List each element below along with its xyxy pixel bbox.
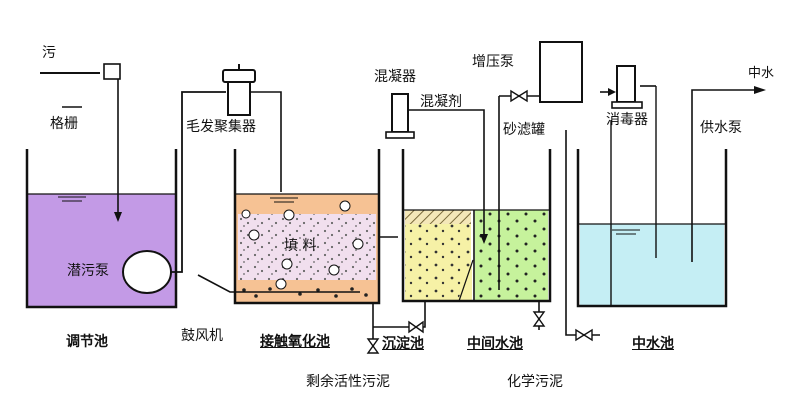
inlet-label: 污 xyxy=(42,45,56,61)
intermediate-water xyxy=(475,210,548,300)
contact-oxidation-tank-label: 接触氧化池 xyxy=(260,334,330,350)
intermediate-tank-label: 中间水池 xyxy=(467,336,523,352)
regulating-tank-label: 调节池 xyxy=(66,334,108,350)
reclaimed-water xyxy=(580,224,724,306)
sedimentation-hopper xyxy=(418,262,472,300)
water-level-mark-1 xyxy=(58,196,86,202)
coagulant-label: 混凝剂 xyxy=(420,94,462,110)
chemical-sludge-label: 化学污泥 xyxy=(507,374,563,390)
supply-pump-pipe xyxy=(691,89,754,262)
submersible-pump-body xyxy=(122,250,172,294)
reclaimed-outlet-label: 中水 xyxy=(748,66,775,81)
hair-collector-body xyxy=(227,81,251,116)
coagulator-body xyxy=(391,93,409,133)
sedimentation-tank-label: 沉淀池 xyxy=(382,336,424,352)
disinfector-feed-arrow xyxy=(608,88,616,96)
regulating-tank-walls xyxy=(25,149,178,309)
reclaimed-tank-walls xyxy=(576,149,728,308)
filter-outlet-valve xyxy=(575,328,593,342)
inlet-flow-arrow xyxy=(114,212,122,222)
reclaimed-tank-label: 中水池 xyxy=(632,336,674,352)
excess-sludge-label: 剩余活性污泥 xyxy=(306,374,390,390)
inclined-plate-zone xyxy=(405,210,471,224)
booster-pump-label: 增压泵 xyxy=(472,54,514,70)
water-level-mark-2 xyxy=(270,197,298,203)
blower-label: 鼓风机 xyxy=(181,328,223,344)
water-level-mark-3 xyxy=(612,229,640,235)
reclaimed-outlet-arrow xyxy=(754,86,766,94)
supply-pump-label: 供水泵 xyxy=(700,120,742,136)
bar-screen-label: 格栅 xyxy=(50,116,78,132)
chemical-sludge-valve xyxy=(532,311,546,327)
sludge-return-pipe xyxy=(373,301,426,328)
submersible-pump-label: 潜污泵 xyxy=(67,263,109,279)
hair-collector-label: 毛发聚集器 xyxy=(186,119,256,135)
hair-collector-cap xyxy=(222,69,256,83)
pump-to-collector-pipe xyxy=(171,91,226,273)
coagulator-base xyxy=(385,131,415,139)
sed-intermediate-tank-walls xyxy=(401,149,552,303)
sed-hopper-wall xyxy=(458,259,474,302)
sedimentation-water xyxy=(405,210,471,300)
coagulant-dosing-pipe xyxy=(408,109,485,240)
filler-block xyxy=(238,214,376,280)
disinfector-label: 消毒器 xyxy=(606,112,648,128)
disinfector-body xyxy=(616,65,636,103)
collector-to-oxidation-pipe xyxy=(250,91,282,192)
sand-filter-label: 砂滤罐 xyxy=(503,122,545,138)
booster-valve xyxy=(510,89,528,103)
coagulant-flow-arrow xyxy=(480,234,488,244)
aeration-bubbles xyxy=(241,200,364,290)
sludge-return-valve xyxy=(408,320,424,334)
bar-screen-symbol xyxy=(103,63,121,80)
blower-air-pipe xyxy=(197,274,360,293)
filler-label: 填 料 xyxy=(284,238,317,254)
coagulator-label: 混凝器 xyxy=(374,69,416,85)
sludge-particles xyxy=(242,287,368,298)
disinfector-base xyxy=(611,101,643,109)
excess-sludge-valve xyxy=(366,338,380,354)
oxidation-tank-walls xyxy=(233,149,381,305)
booster-tank xyxy=(539,41,583,103)
